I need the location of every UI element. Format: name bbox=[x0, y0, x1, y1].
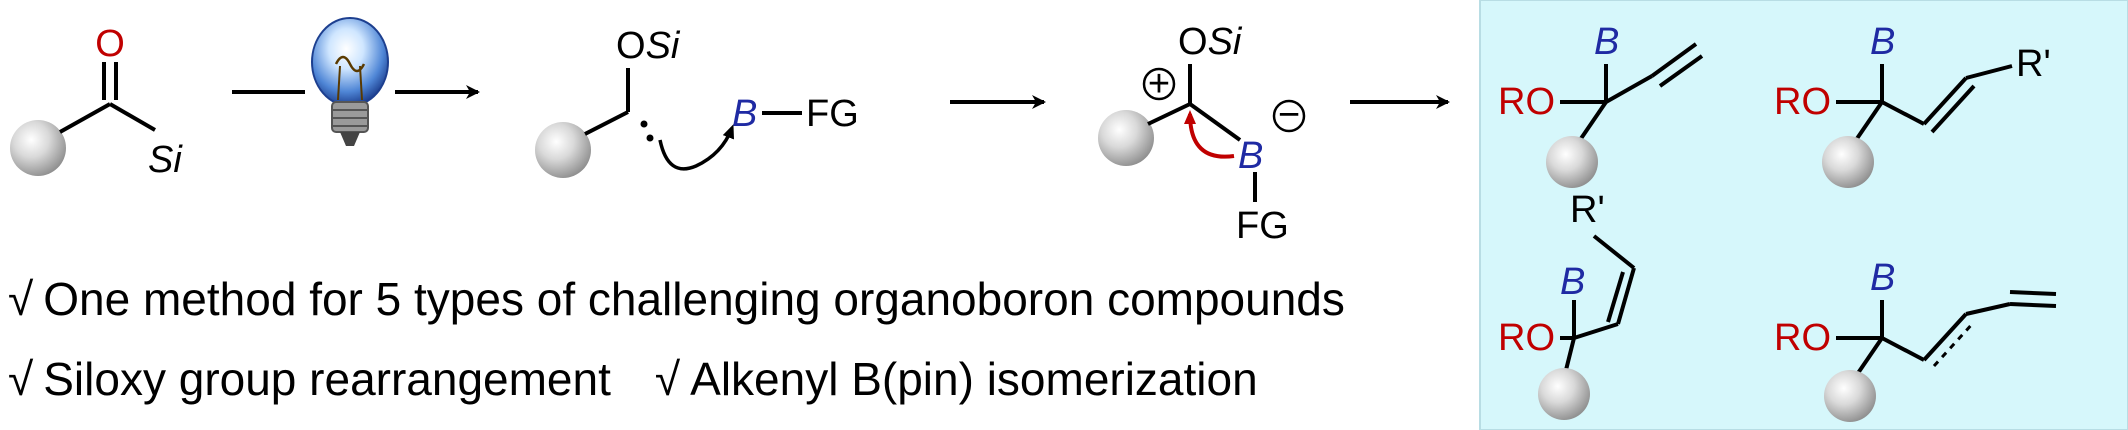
bond bbox=[1564, 337, 1576, 371]
bond bbox=[1965, 302, 2011, 316]
checkmark-icon: √ bbox=[8, 353, 34, 405]
substituent-ball bbox=[10, 120, 66, 176]
bond bbox=[1188, 102, 1242, 142]
r-prime-label: R' bbox=[2016, 43, 2051, 85]
bond bbox=[1965, 64, 2013, 80]
double-bond bbox=[1616, 267, 1636, 325]
positive-charge-label: + bbox=[1148, 63, 1170, 105]
silicon-label: Si bbox=[148, 139, 183, 181]
boron-label: B bbox=[1870, 257, 1895, 299]
bond bbox=[59, 102, 111, 134]
substituent-ball bbox=[1546, 136, 1598, 188]
bond bbox=[584, 110, 629, 136]
substituent-ball bbox=[1822, 136, 1874, 188]
substituent-ball bbox=[535, 122, 591, 178]
bond bbox=[1578, 100, 1608, 142]
bullet-line-2: √Siloxy group rearrangement√Alkenyl B(pi… bbox=[8, 352, 1258, 406]
checkmark-icon: √ bbox=[654, 353, 681, 405]
bond bbox=[1605, 74, 1653, 104]
bond bbox=[108, 102, 157, 132]
oxygen-label: O bbox=[95, 23, 125, 65]
negative-charge-label: − bbox=[1278, 94, 1300, 136]
lightbulb-icon bbox=[311, 17, 389, 146]
product-e-alkene: RO B R' bbox=[1774, 21, 2051, 188]
bond bbox=[1147, 102, 1191, 126]
checkmark-icon: √ bbox=[8, 273, 34, 325]
borate-intermediate-structure: OSi + B − FG bbox=[1098, 21, 1306, 247]
double-bond bbox=[1658, 54, 1704, 88]
double-bond bbox=[1930, 84, 1976, 134]
r-prime-label: R' bbox=[1570, 189, 1605, 231]
double-bond bbox=[1650, 42, 1698, 78]
functional-group-label: FG bbox=[806, 93, 859, 135]
product-diene: RO B bbox=[1774, 257, 2057, 422]
bullet-line-1: √One method for 5 types of challenging o… bbox=[8, 272, 1345, 326]
siloxy-label: OSi bbox=[1178, 21, 1243, 63]
products-panel bbox=[1479, 0, 2128, 430]
bullet-text-2b: Alkenyl B(pin) isomerization bbox=[690, 353, 1258, 405]
acylsilane-structure: O Si bbox=[10, 23, 183, 181]
product-z-alkene: R' RO B bbox=[1498, 189, 1636, 420]
dashed-bond bbox=[1932, 320, 1976, 368]
functional-group-label: FG bbox=[1236, 205, 1289, 247]
boron-label: B bbox=[1560, 261, 1585, 303]
migration-arrow bbox=[1184, 110, 1235, 159]
bullet-text-2a: Siloxy group rearrangement bbox=[43, 353, 611, 405]
double-bond bbox=[2009, 302, 2057, 308]
boron-label: B bbox=[1594, 21, 1619, 63]
bond bbox=[1854, 100, 1884, 142]
product-terminal-alkene: RO B bbox=[1498, 21, 1704, 188]
boron-label: B bbox=[1238, 135, 1263, 177]
curly-arrow bbox=[658, 124, 735, 171]
bond bbox=[1592, 234, 1636, 270]
double-bond bbox=[1922, 312, 1968, 362]
substituent-ball bbox=[1538, 368, 1590, 420]
alkoxy-label: RO bbox=[1498, 81, 1555, 123]
substituent-ball bbox=[1098, 110, 1154, 166]
alkoxy-label: RO bbox=[1774, 81, 1831, 123]
double-bond bbox=[1606, 271, 1625, 323]
double-bond bbox=[2009, 290, 2057, 296]
alkoxy-label: RO bbox=[1498, 317, 1555, 359]
siloxycarbene-structure: OSi B FG bbox=[535, 25, 859, 178]
alkoxy-label: RO bbox=[1774, 317, 1831, 359]
siloxy-label: OSi bbox=[616, 25, 681, 67]
carbene-lone-pair bbox=[646, 134, 654, 142]
positive-charge bbox=[1142, 67, 1176, 101]
bullet-text-1: One method for 5 types of challenging or… bbox=[43, 273, 1345, 325]
carbene-lone-pair bbox=[640, 120, 648, 128]
bond bbox=[1881, 336, 1925, 362]
substituent-ball bbox=[1824, 370, 1876, 422]
light-irradiation-arrow bbox=[232, 17, 480, 146]
double-bond bbox=[1922, 76, 1968, 126]
boron-label: B bbox=[1870, 21, 1895, 63]
bond bbox=[1854, 336, 1884, 378]
negative-charge bbox=[1272, 99, 1306, 133]
boron-label: B bbox=[732, 93, 757, 135]
bond bbox=[1881, 100, 1925, 126]
bond bbox=[1573, 322, 1619, 340]
